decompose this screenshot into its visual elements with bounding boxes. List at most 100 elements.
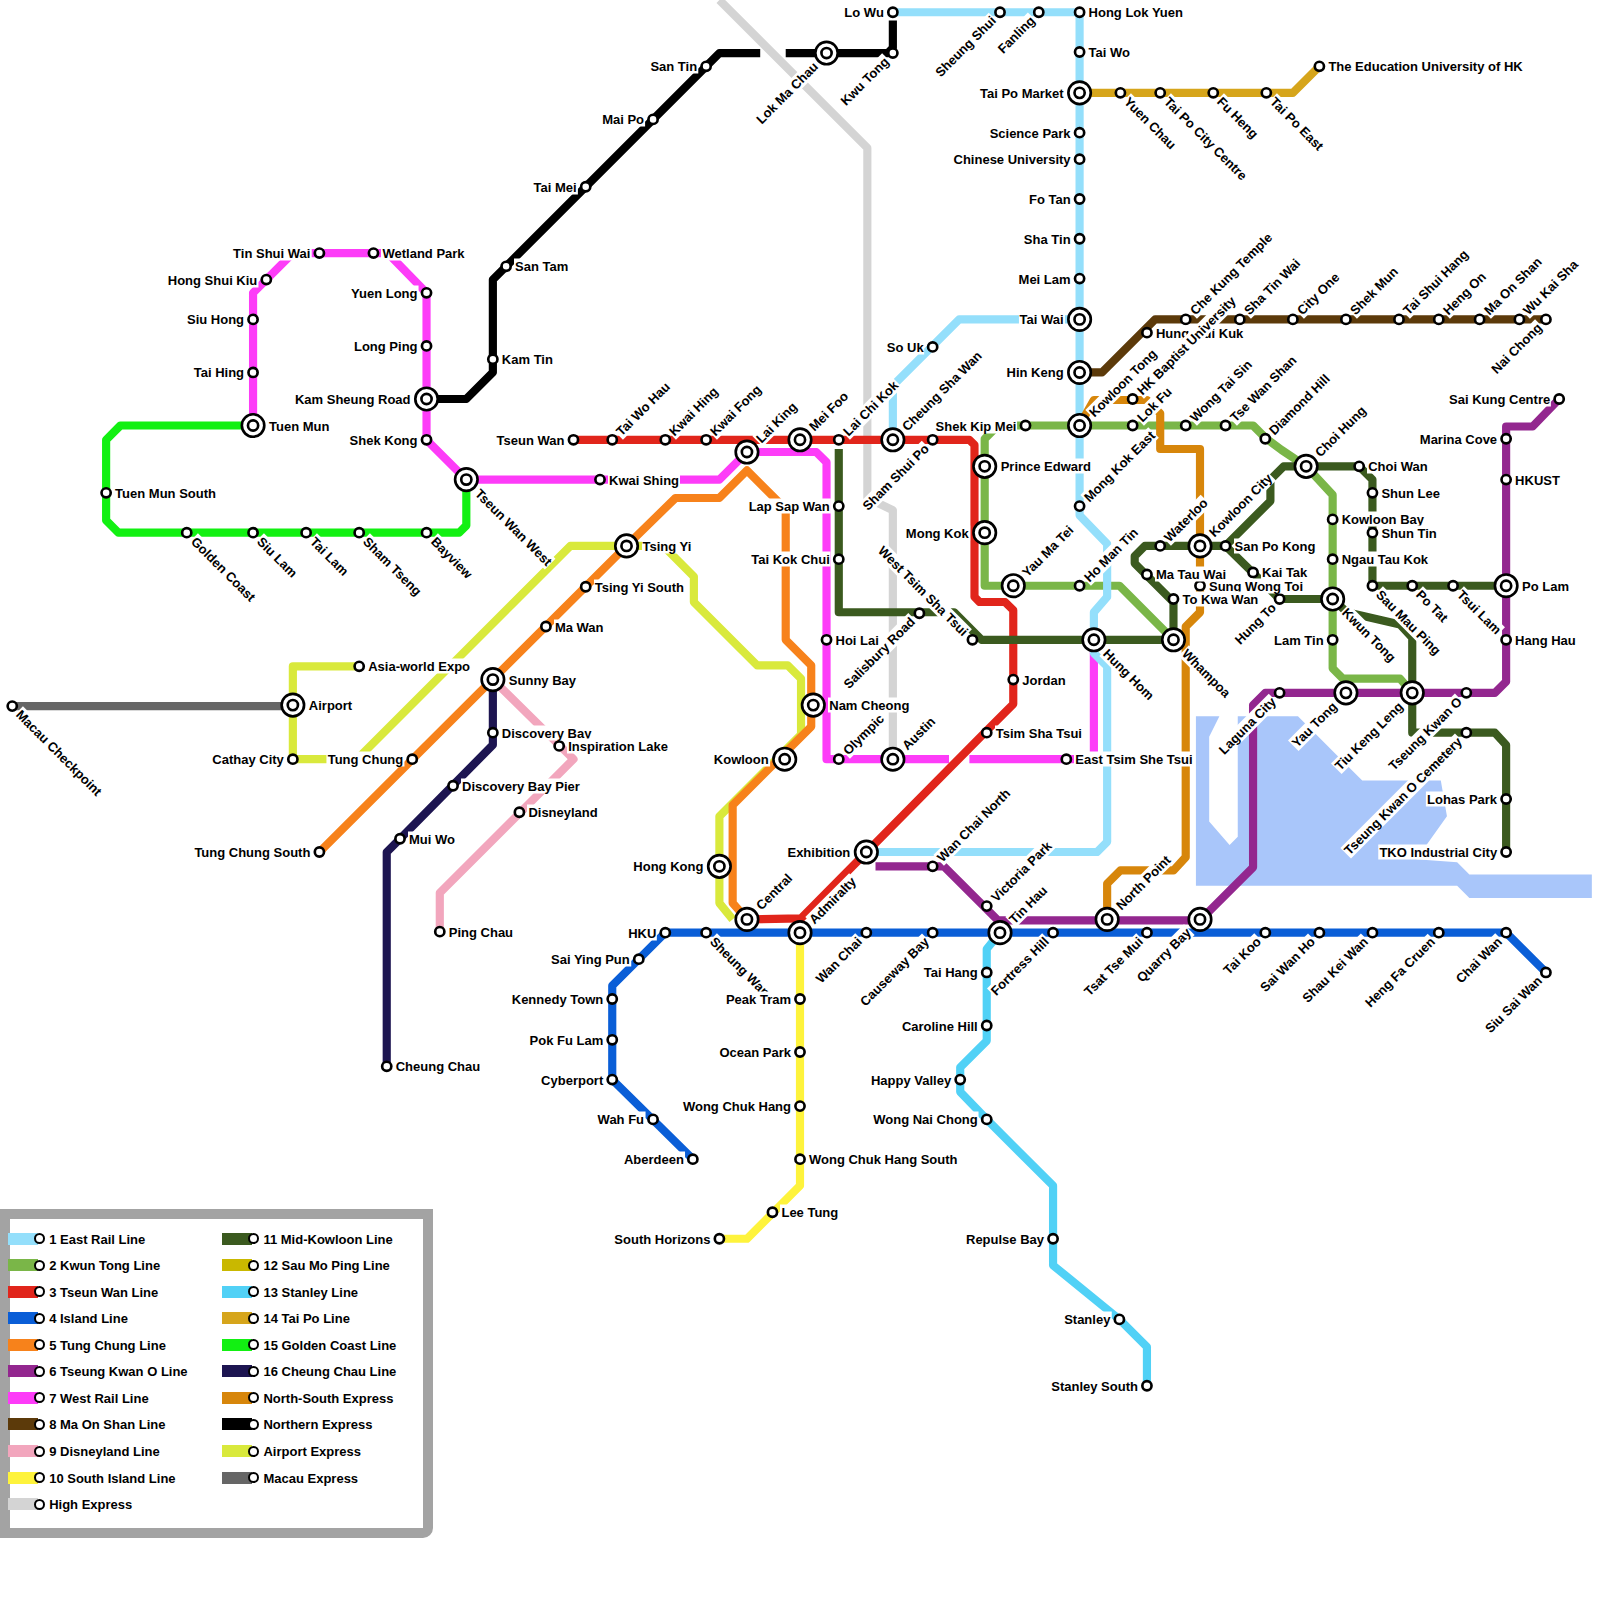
station-name: Kowloon City — [1205, 470, 1276, 541]
station-ring — [422, 341, 431, 350]
station-ring — [989, 921, 1011, 943]
station-ring — [1096, 908, 1118, 930]
station-ring — [928, 928, 937, 937]
station-ring — [1116, 88, 1125, 97]
station-symbol — [1096, 908, 1118, 930]
station-ring — [1075, 581, 1084, 590]
station-ring — [1075, 502, 1084, 511]
legend-station-symbol — [34, 1446, 45, 1457]
station-name: Lai Chi Kok — [839, 377, 902, 440]
station-ring — [1541, 315, 1550, 324]
station-symbol — [702, 435, 711, 444]
station-group — [8, 8, 1564, 1391]
station-symbol — [282, 694, 304, 716]
legend-text: 4 Island Line — [49, 1311, 128, 1326]
station-name: Shek Kong — [349, 432, 419, 447]
route-line — [786, 20, 893, 53]
legend-text: 9 Disneyland Line — [49, 1444, 160, 1459]
station-name: Hung Hom — [1099, 645, 1157, 703]
station-symbol — [789, 429, 811, 451]
station-ring — [608, 1035, 617, 1044]
interchange-core — [421, 394, 431, 404]
station-symbol — [702, 928, 711, 937]
station-name: Nam Cheong — [828, 698, 910, 713]
station-symbol — [1189, 908, 1211, 930]
station-symbol — [1495, 574, 1517, 596]
station-symbol — [1189, 535, 1211, 557]
station-symbol — [982, 968, 991, 977]
station-name: Tung Chung South — [193, 845, 311, 860]
station-ring — [488, 355, 497, 364]
station-name: So Uk — [886, 339, 925, 354]
station-ring — [1502, 794, 1511, 803]
station-symbol — [1261, 434, 1270, 443]
station-symbol — [1142, 328, 1151, 337]
legend-text: 6 Tseung Kwan O Line — [49, 1364, 187, 1379]
station-ring — [1448, 581, 1457, 590]
station-ring — [1462, 688, 1471, 697]
station-ring — [1401, 682, 1423, 704]
station-name: Shek Kip Mei — [935, 418, 1018, 433]
station-symbol — [822, 635, 831, 644]
station-symbol — [355, 528, 364, 537]
station-name: Lohas Park — [1426, 791, 1498, 806]
station-symbol — [1116, 88, 1125, 97]
station-name: Bayview — [427, 533, 476, 582]
station-symbol — [928, 928, 937, 937]
station-symbol — [1181, 315, 1190, 324]
station-symbol — [1401, 682, 1423, 704]
station-ring — [855, 841, 877, 863]
station-name: Yau Tong — [1288, 698, 1341, 751]
interchange-core — [1501, 581, 1511, 591]
station-name: Long Ping — [353, 338, 419, 353]
station-ring — [1083, 629, 1105, 651]
station-ring — [1261, 928, 1270, 937]
station-ring — [1328, 635, 1337, 644]
station-symbol — [1068, 414, 1090, 436]
station-ring — [1221, 541, 1230, 550]
interchange-core — [1301, 461, 1311, 471]
station-symbol — [648, 1115, 657, 1124]
station-symbol — [928, 435, 937, 444]
station-ring — [1142, 1381, 1151, 1390]
interchange-core — [861, 847, 871, 857]
station-symbol — [702, 62, 711, 71]
interchange-core — [288, 700, 298, 710]
station-symbol — [1048, 1234, 1057, 1243]
station-ring — [315, 248, 324, 257]
station-ring — [982, 1021, 991, 1030]
station-ring — [288, 755, 297, 764]
station-symbol — [1075, 502, 1084, 511]
station-symbol — [1502, 928, 1511, 937]
station-name: Tseun Wan — [496, 432, 566, 447]
station-symbol — [422, 528, 431, 537]
station-ring — [1368, 928, 1377, 937]
station-name: Asia-world Expo — [367, 659, 471, 674]
station-symbol — [688, 1155, 697, 1164]
station-ring — [615, 535, 637, 557]
station-symbol — [989, 921, 1011, 943]
station-symbol — [1275, 688, 1284, 697]
station-ring — [802, 694, 824, 716]
station-symbol — [502, 262, 511, 271]
station-symbol — [1156, 88, 1165, 97]
station-name: Tai Kok Chui — [750, 552, 830, 567]
station-ring — [1156, 541, 1165, 550]
station-ring — [102, 488, 111, 497]
station-symbol — [789, 921, 811, 943]
station-name: Yau Ma Tei — [1019, 522, 1078, 581]
station-name: Lap Sap Wan — [748, 499, 831, 514]
route-line — [866, 12, 1107, 852]
station-ring — [822, 635, 831, 644]
station-symbol — [1068, 308, 1090, 330]
station-name: Kennedy Town — [511, 991, 604, 1006]
station-ring — [1142, 570, 1151, 579]
route-line — [969, 640, 1093, 759]
legend-station-symbol — [34, 1499, 45, 1510]
station-symbol — [1408, 581, 1417, 590]
station-ring — [282, 694, 304, 716]
station-name: Tsui Lam — [1453, 586, 1505, 638]
interchange-core — [621, 541, 631, 551]
station-ring — [569, 435, 578, 444]
station-name: Disneyland — [527, 805, 598, 820]
